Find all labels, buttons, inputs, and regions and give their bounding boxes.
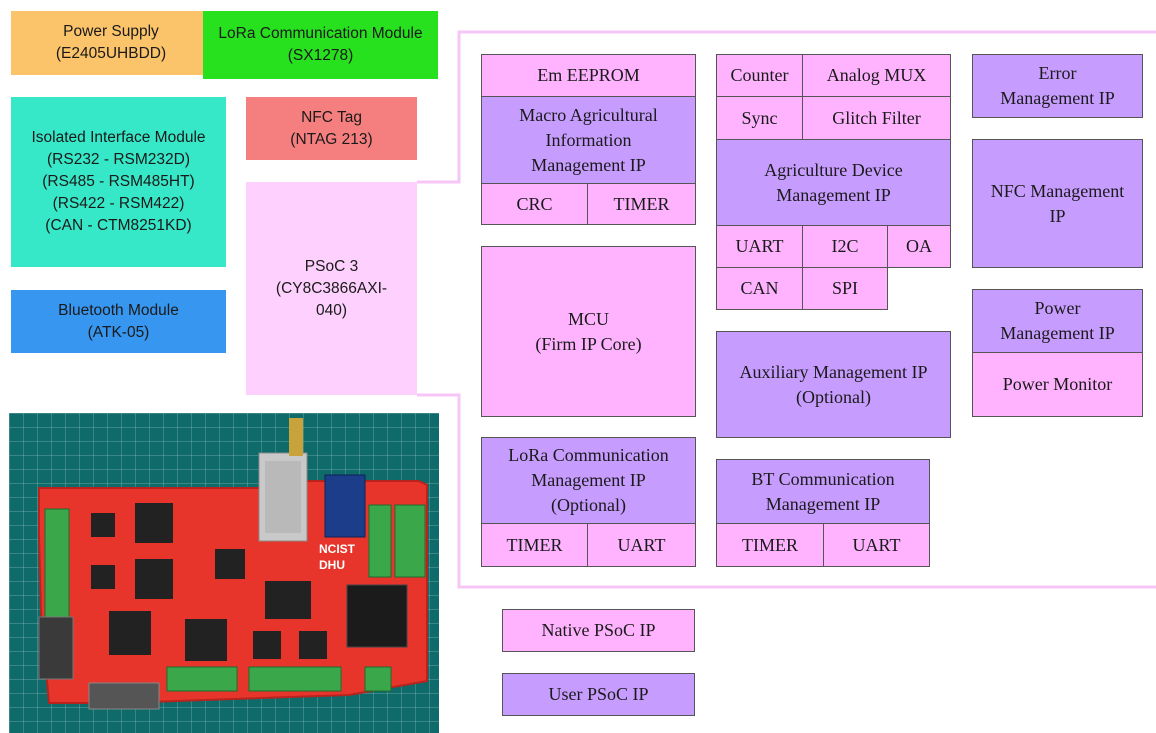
bt-uart-ip: UART bbox=[823, 523, 930, 567]
power-monitor-ip: Power Monitor bbox=[972, 352, 1143, 417]
bt-timer-ip: TIMER bbox=[716, 523, 824, 567]
error-management-ip: Error Management IP bbox=[972, 54, 1143, 118]
legend-user-psoc-ip: User PSoC IP bbox=[502, 673, 695, 716]
spi-ip: SPI bbox=[802, 267, 888, 310]
power-management-ip: Power Management IP bbox=[972, 289, 1143, 353]
pcb-board-drawing: NCIST DHU bbox=[38, 418, 428, 710]
sync-ip: Sync bbox=[716, 96, 803, 140]
lora-communication-management-ip: LoRa Communication Management IP (Option… bbox=[481, 437, 696, 524]
bluetooth-module: Bluetooth Module (ATK-05) bbox=[11, 290, 226, 353]
lora-timer-ip: TIMER bbox=[481, 523, 588, 567]
legend-native-psoc-ip: Native PSoC IP bbox=[502, 609, 695, 652]
pcb-silkscreen-label-2: DHU bbox=[319, 558, 345, 572]
nfc-tag-module: NFC Tag (NTAG 213) bbox=[246, 97, 417, 160]
bt-communication-management-ip: BT Communication Management IP bbox=[716, 459, 930, 524]
agriculture-device-management-ip: Agriculture Device Management IP bbox=[716, 139, 951, 226]
psoc3-chip: PSoC 3 (CY8C3866AXI- 040) bbox=[246, 182, 417, 395]
counter-ip: Counter bbox=[716, 54, 803, 97]
power-supply-module: Power Supply (E2405UHBDD) bbox=[11, 11, 211, 75]
isolated-interface-module: Isolated Interface Module (RS232 - RSM23… bbox=[11, 97, 226, 267]
nfc-management-ip: NFC Management IP bbox=[972, 139, 1143, 268]
uart-ip: UART bbox=[716, 225, 803, 268]
timer-ip: TIMER bbox=[587, 183, 696, 225]
pcb-photo: NCIST DHU bbox=[9, 413, 439, 733]
auxiliary-management-ip: Auxiliary Management IP (Optional) bbox=[716, 331, 951, 438]
i2c-ip: I2C bbox=[802, 225, 888, 268]
pcb-silkscreen-label: NCIST bbox=[319, 542, 356, 556]
can-ip: CAN bbox=[716, 267, 803, 310]
em-eeprom-ip: Em EEPROM bbox=[481, 54, 696, 97]
lora-uart-ip: UART bbox=[587, 523, 696, 567]
macro-agricultural-info-ip: Macro Agricultural Information Managemen… bbox=[481, 96, 696, 184]
analog-mux-ip: Analog MUX bbox=[802, 54, 951, 97]
oa-ip: OA bbox=[887, 225, 951, 268]
mcu-firm-ip-core: MCU (Firm IP Core) bbox=[481, 246, 696, 417]
lora-communication-module: LoRa Communication Module (SX1278) bbox=[203, 11, 438, 79]
glitch-filter-ip: Glitch Filter bbox=[802, 96, 951, 140]
crc-ip: CRC bbox=[481, 183, 588, 225]
